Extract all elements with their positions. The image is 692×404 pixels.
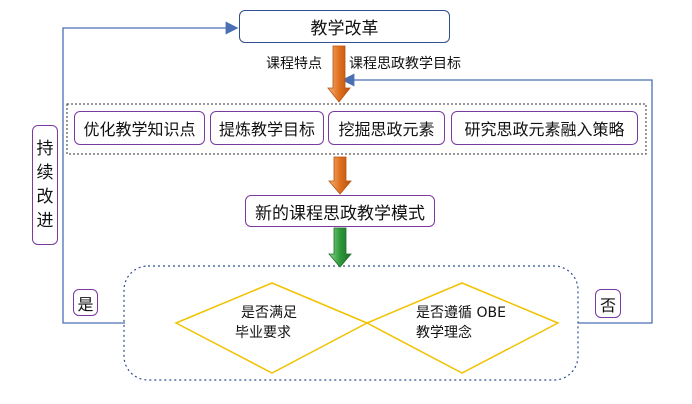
step-box-integration-strategy: 研究思政元素融入策略 <box>451 111 638 145</box>
decision-graduation-line2: 毕业要求 <box>235 325 291 341</box>
decision-graduation-text: 是否满足 毕业要求 <box>235 303 297 343</box>
feedback-line-left <box>62 21 239 324</box>
step-box-optimize-knowledge: 优化教学知识点 <box>74 111 205 145</box>
teaching-reform-label: 教学改革 <box>310 19 379 39</box>
new-teaching-mode-box: 新的课程思政教学模式 <box>245 195 435 227</box>
continuous-improvement-box: 持续改进 <box>32 125 58 245</box>
feedback-line-right <box>341 73 653 324</box>
decision-graduation-line1: 是否满足 <box>241 305 297 321</box>
decision-group-border <box>123 265 579 381</box>
decision-diamond-obe <box>365 282 560 374</box>
teaching-reform-box: 教学改革 <box>239 10 450 43</box>
no-box: 否 <box>595 289 621 318</box>
no-label: 否 <box>599 295 616 315</box>
steps-group-border <box>66 103 647 155</box>
step-box-refine-goals: 提炼教学目标 <box>210 111 324 145</box>
ideological-goal-label: 课程思政教学目标 <box>349 56 461 72</box>
arrow-to-mode <box>328 156 352 195</box>
arrow-to-steps <box>327 45 351 103</box>
step-label: 研究思政元素融入策略 <box>464 120 625 139</box>
step-box-mine-elements: 挖掘思政元素 <box>328 111 445 145</box>
step-label: 提炼教学目标 <box>218 120 315 139</box>
continuous-improvement-label: 持续改进 <box>36 139 54 231</box>
decision-obe-text: 是否遵循 OBE 教学理念 <box>416 303 506 343</box>
yes-label: 是 <box>77 294 94 314</box>
step-label: 优化教学知识点 <box>83 120 196 139</box>
yes-box: 是 <box>73 289 98 316</box>
decision-obe-line2: 教学理念 <box>416 325 472 341</box>
step-label: 挖掘思政元素 <box>338 120 435 139</box>
arrow-to-decisions <box>328 227 352 268</box>
course-features-label: 课程特点 <box>266 56 322 72</box>
decision-diamond-graduation <box>174 282 369 374</box>
new-teaching-mode-label: 新的课程思政教学模式 <box>255 203 425 224</box>
decision-obe-line1: 是否遵循 OBE <box>416 305 506 321</box>
